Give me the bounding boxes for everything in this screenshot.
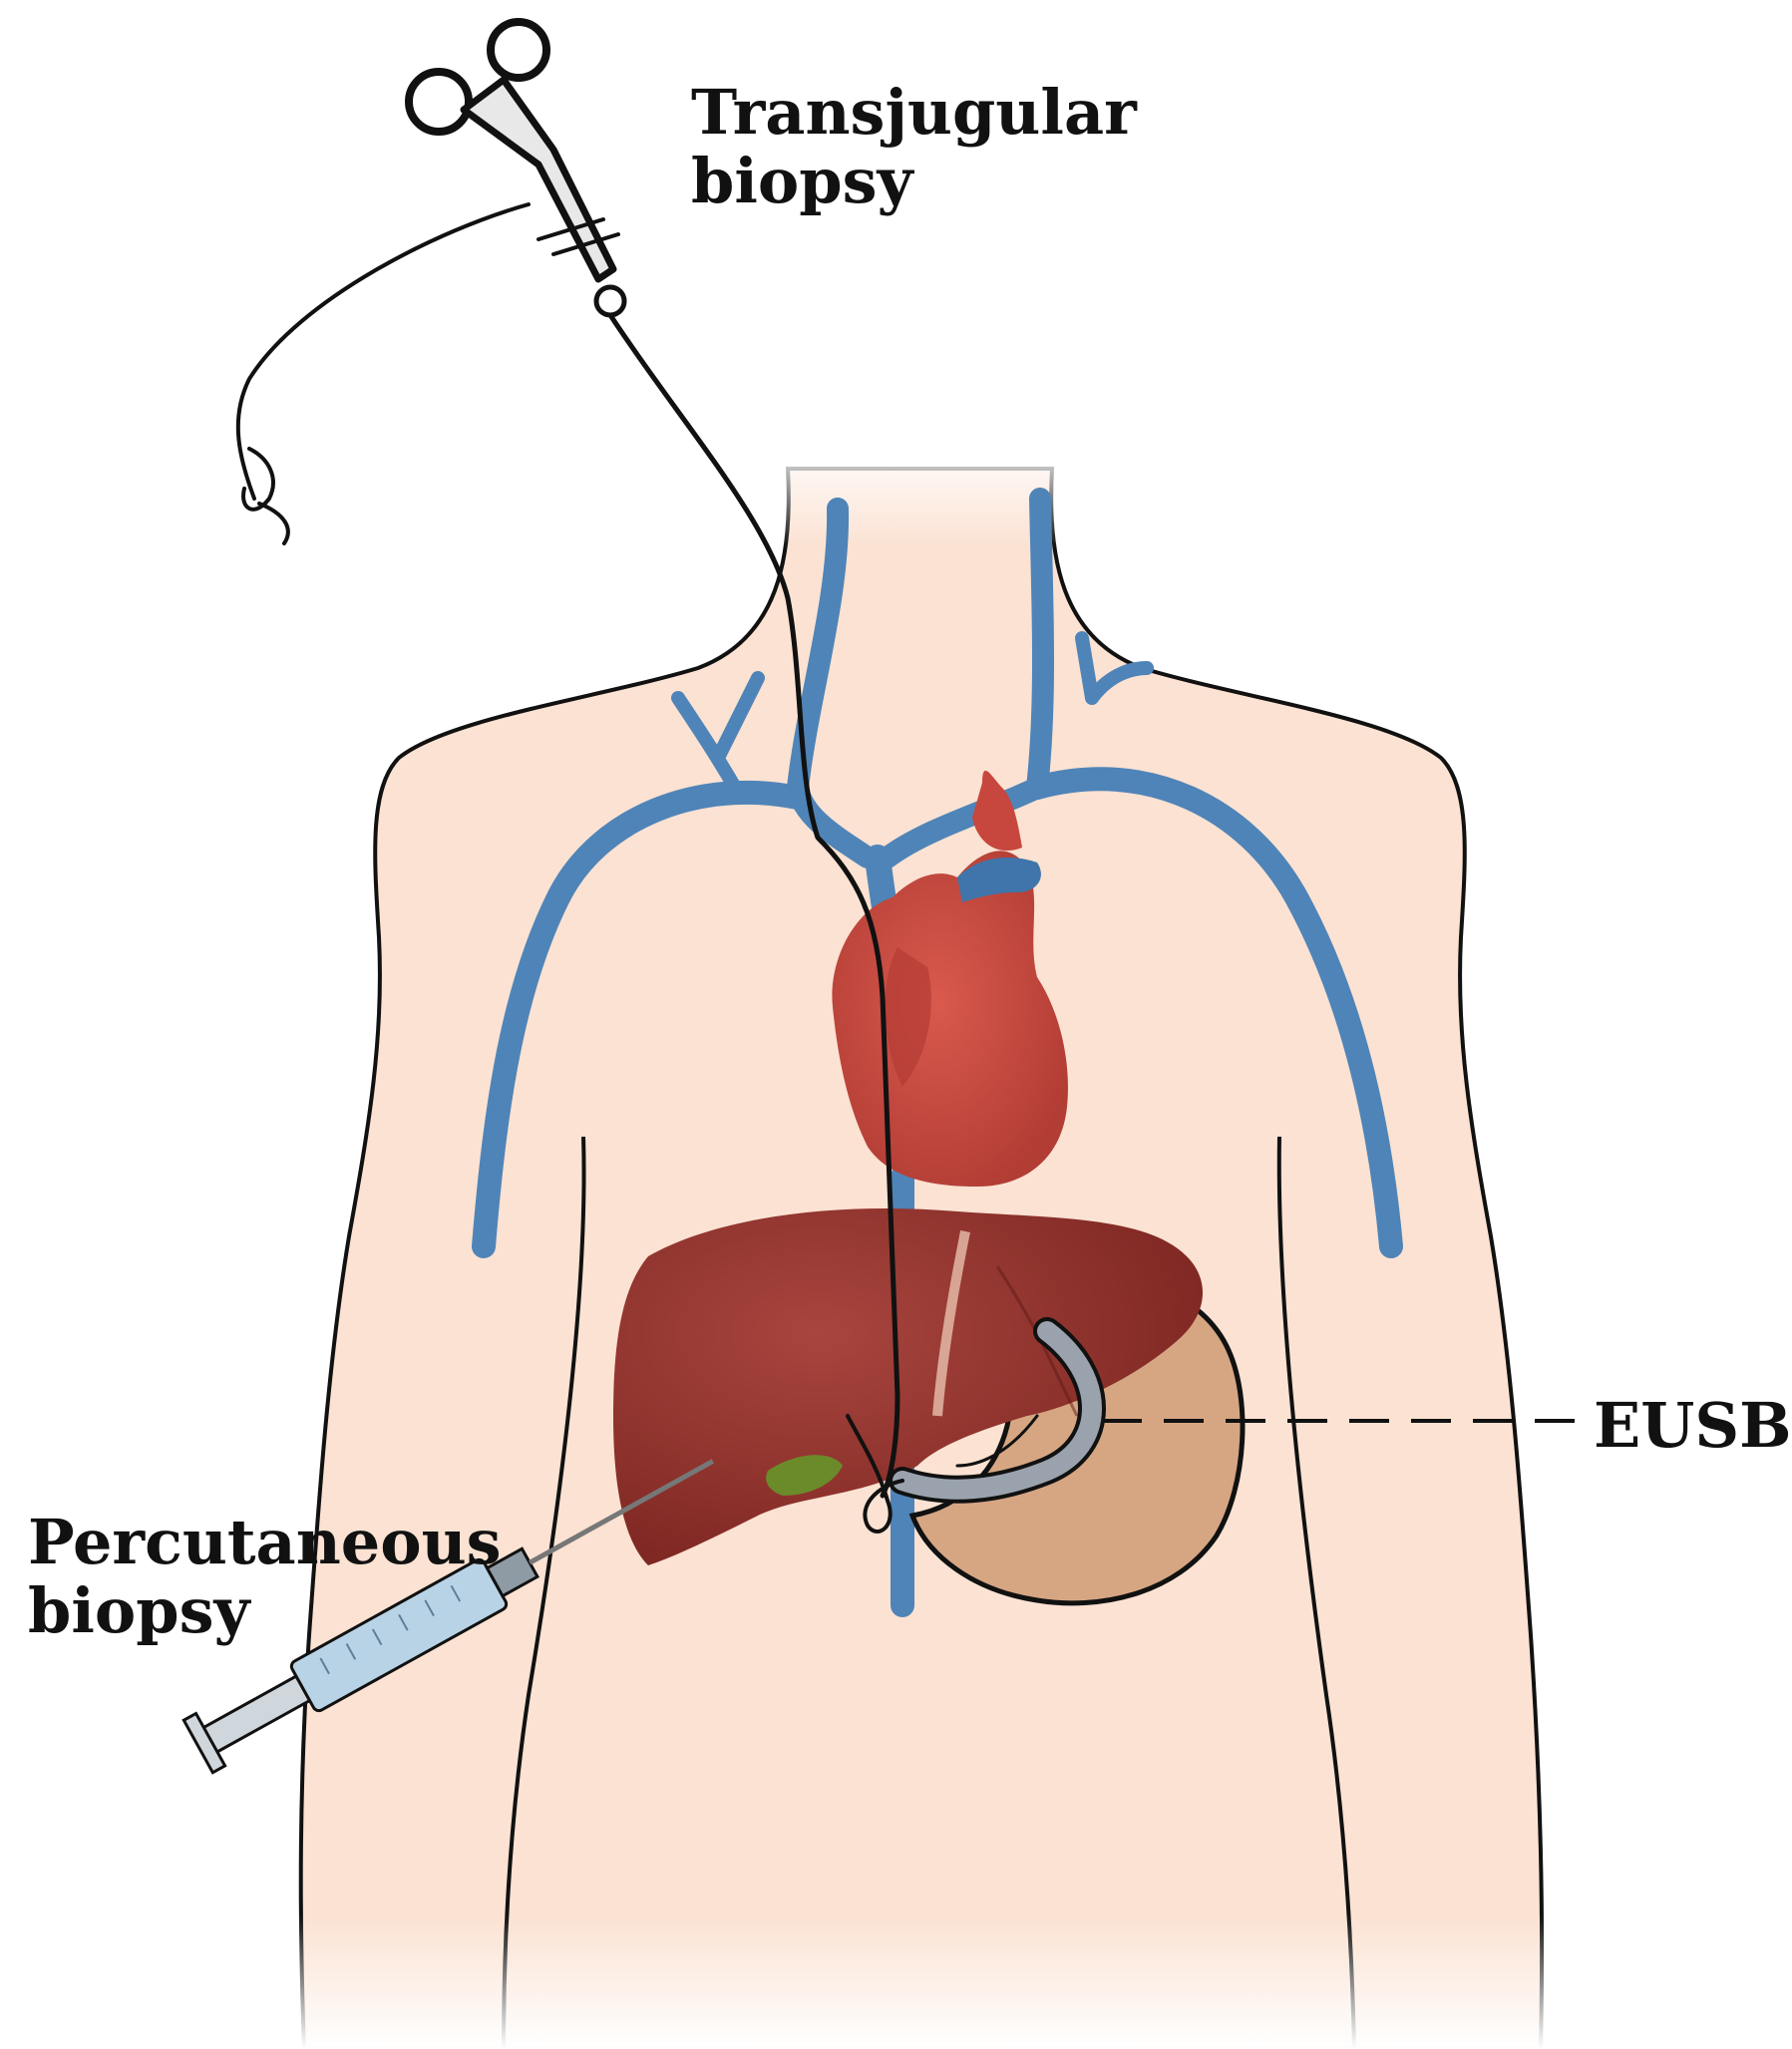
cable-connector [241, 447, 290, 545]
left-vein-branch [671, 671, 765, 800]
instrument-handle [460, 76, 617, 283]
scope-inner [955, 1414, 1039, 1468]
scissor-ring-left [405, 68, 473, 136]
scope-body [893, 1321, 1102, 1500]
eus-needle [846, 1414, 904, 1534]
liver-fissure [995, 1265, 1079, 1417]
transjugular-label-line-2: biopsy [691, 145, 913, 218]
eusb-label-text: EUSB [1594, 1389, 1792, 1462]
syringe-graduations [319, 1584, 462, 1675]
top-fade [698, 439, 1157, 548]
left-subclavian-vein [472, 780, 810, 1258]
syringe-needle [528, 1459, 715, 1565]
syringe-plunger [197, 1674, 312, 1756]
transjugular-label-line-1: Transjugular [691, 76, 1137, 149]
heart [832, 770, 1068, 1187]
liver-body [613, 1208, 1204, 1565]
instrument-tip [593, 284, 627, 318]
heart-body [832, 851, 1068, 1187]
right-subclavian-vein [1025, 767, 1403, 1258]
venous-system [472, 488, 1403, 1617]
right-vein-branch [1075, 631, 1154, 705]
catheter-wire [607, 312, 900, 1499]
eusb-label: EUSB [1594, 1389, 1792, 1462]
syringe-plunger-end [181, 1711, 227, 1775]
left-arm-inner-line [502, 1136, 586, 2049]
aorta-arch [972, 770, 1022, 852]
transjugular-biopsy-label: Transjugular biopsy [691, 78, 1137, 216]
gallbladder [766, 1455, 843, 1496]
liver-ligament [932, 1230, 970, 1417]
bottom-fade [249, 1914, 1596, 2049]
percutaneous-biopsy-label: Percutaneous biopsy [28, 1508, 502, 1646]
liver [613, 1208, 1204, 1565]
instrument-cable [235, 202, 531, 501]
transjugular-instrument [235, 18, 900, 1499]
heart-shading [885, 947, 931, 1087]
percutaneous-syringe [181, 1459, 715, 1775]
scissor-ring-right [487, 18, 550, 82]
right-jugular-vein [877, 488, 1055, 868]
percutaneous-label-line-2: biopsy [28, 1574, 250, 1648]
instrument-collar [537, 217, 620, 256]
pulmonary-artery [957, 857, 1041, 902]
percutaneous-label-line-1: Percutaneous [28, 1506, 502, 1578]
eus-scope [846, 1317, 1106, 1534]
right-arm-inner-line [1276, 1136, 1356, 2049]
